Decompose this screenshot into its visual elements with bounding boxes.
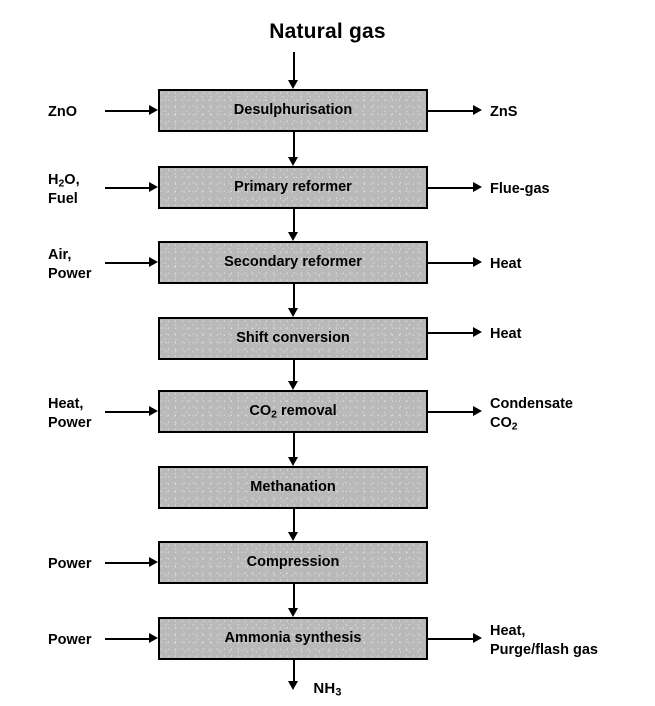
process-box-ammonia-synthesis[interactable]: Ammonia synthesis <box>158 617 428 660</box>
box-label: Shift conversion <box>236 330 350 347</box>
output-arrow-ammonia-synthesis <box>428 633 482 644</box>
input-label-ammonia-synthesis: Power <box>48 632 92 648</box>
flow-arrow-4 <box>288 360 299 390</box>
process-box-desulphurisation[interactable]: Desulphurisation <box>158 89 428 132</box>
input-label-desulphurisation: ZnO <box>48 104 77 120</box>
box-label: CO2 removal <box>249 403 337 421</box>
input-arrow-secondary-reformer <box>105 257 158 268</box>
process-box-secondary-reformer[interactable]: Secondary reformer <box>158 241 428 284</box>
box-label: Compression <box>246 554 340 571</box>
flow-arrow-7 <box>288 584 299 617</box>
page-title: Natural gas <box>269 20 386 43</box>
input-arrow-desulphurisation <box>105 105 158 116</box>
output-label-primary-reformer: Flue-gas <box>490 181 550 197</box>
flow-arrow-5 <box>288 433 299 466</box>
product-arrow-ammonia <box>288 660 299 690</box>
output-arrow-secondary-reformer <box>428 257 482 268</box>
process-box-primary-reformer[interactable]: Primary reformer <box>158 166 428 209</box>
output-arrow-shift-conversion <box>428 327 482 338</box>
output-arrow-co2-removal <box>428 406 482 417</box>
flow-arrow-1 <box>288 132 299 166</box>
input-label-compression: Power <box>48 556 92 572</box>
process-box-shift-conversion[interactable]: Shift conversion <box>158 317 428 360</box>
flow-arrow-2 <box>288 209 299 241</box>
input-label-secondary-reformer: Air,Power <box>48 247 92 282</box>
output-label-desulphurisation: ZnS <box>490 104 518 120</box>
flow-arrow-3 <box>288 284 299 317</box>
input-label-co2-removal: Heat,Power <box>48 396 92 431</box>
output-label-secondary-reformer: Heat <box>490 256 522 272</box>
input-arrow-primary-reformer <box>105 182 158 193</box>
output-label-shift-conversion: Heat <box>490 326 522 342</box>
box-label: Secondary reformer <box>224 254 362 271</box>
feed-arrow-natural-gas <box>288 52 299 89</box>
product-label: NH3 <box>313 680 342 699</box>
input-label-primary-reformer: H2O,Fuel <box>48 172 80 207</box>
process-box-methanation[interactable]: Methanation <box>158 466 428 509</box>
process-box-co2-removal[interactable]: CO2 removal <box>158 390 428 433</box>
output-label-ammonia-synthesis: Heat,Purge/flash gas <box>490 623 598 658</box>
flow-arrow-6 <box>288 509 299 541</box>
input-arrow-compression <box>105 557 158 568</box>
process-box-compression[interactable]: Compression <box>158 541 428 584</box>
output-arrow-desulphurisation <box>428 105 482 116</box>
output-arrow-primary-reformer <box>428 182 482 193</box>
box-label: Methanation <box>250 479 336 496</box>
input-arrow-ammonia-synthesis <box>105 633 158 644</box>
box-label: Primary reformer <box>234 179 352 196</box>
box-label: Desulphurisation <box>233 102 353 119</box>
box-label: Ammonia synthesis <box>224 630 362 647</box>
input-arrow-co2-removal <box>105 406 158 417</box>
